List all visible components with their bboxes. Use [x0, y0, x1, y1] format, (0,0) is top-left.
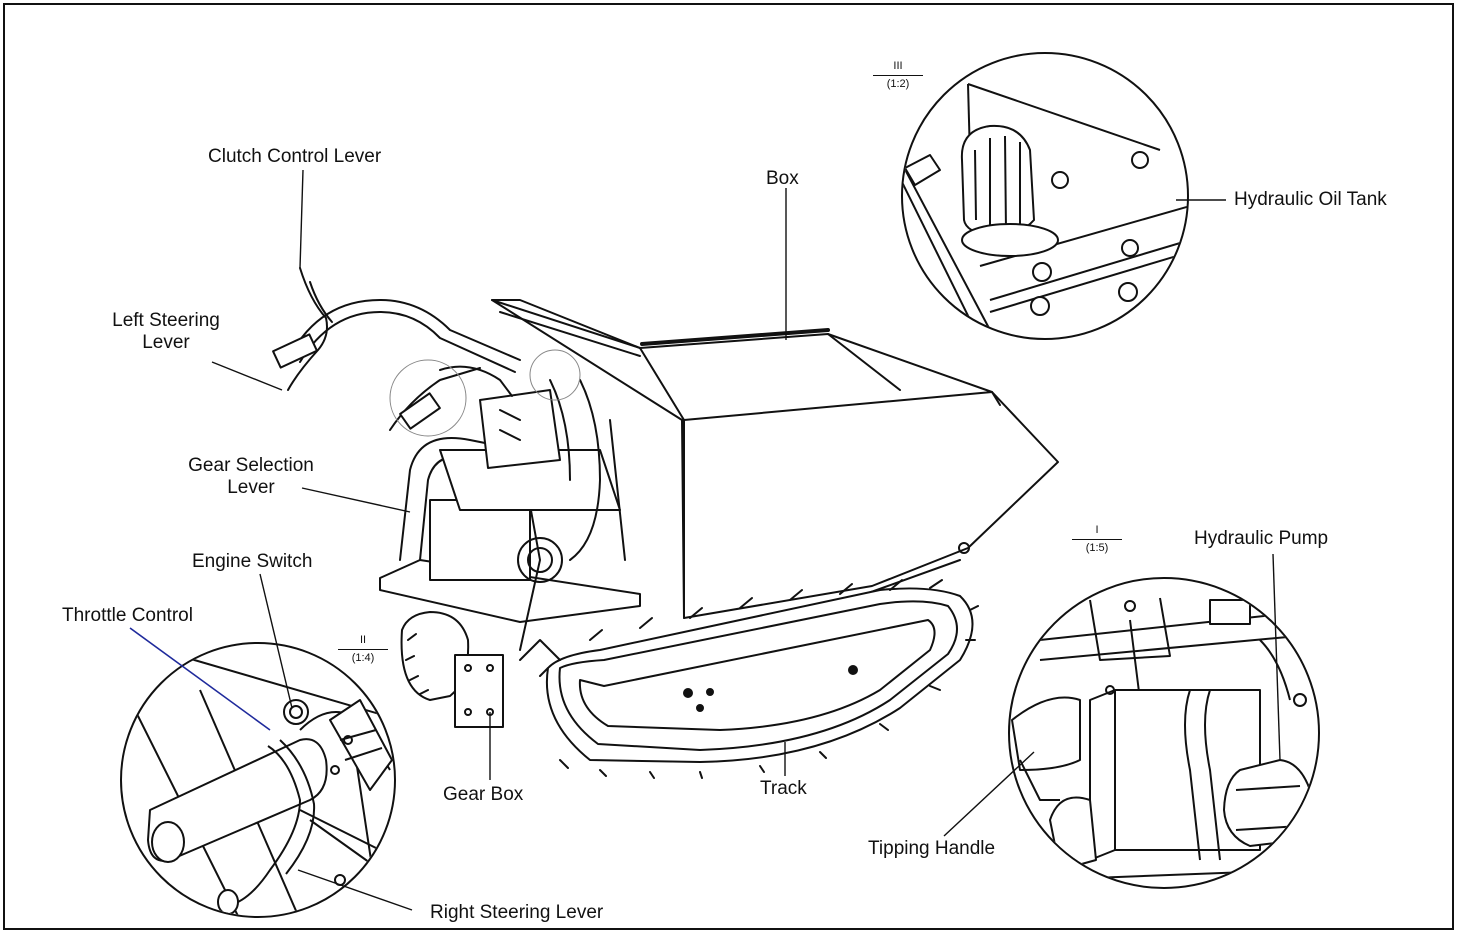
detail-i-callout: I (1:5)	[1072, 524, 1122, 555]
handlebars	[272, 267, 521, 431]
label-engine-switch: Engine Switch	[192, 551, 313, 572]
label-gear-selection-lever: Gear Selection Lever	[176, 455, 326, 499]
detail-ii-id: II	[359, 634, 367, 646]
label-hydraulic-oil-tank: Hydraulic Oil Tank	[1234, 189, 1387, 210]
track-assembly	[400, 579, 979, 779]
detail-i-id: I	[1095, 524, 1099, 536]
leader-throttle	[129, 627, 271, 731]
frame-border	[3, 3, 1454, 930]
label-left-steering-lever-line1: Left Steering	[112, 310, 220, 331]
detail-iii-scale: (1:2)	[886, 78, 910, 90]
label-left-steering-lever-line2: Lever	[142, 332, 190, 353]
label-clutch-control-lever: Clutch Control Lever	[208, 146, 382, 167]
label-throttle-control: Throttle Control	[62, 605, 193, 626]
leader-right-steering	[297, 869, 413, 911]
machine-illustration	[272, 267, 1059, 779]
leader-clutch	[299, 169, 304, 269]
detail-iii-id: III	[893, 60, 903, 72]
leader-hydraulic-pump	[1272, 553, 1281, 761]
detail-i-circle	[1008, 577, 1320, 889]
detail-ii-circle	[120, 642, 396, 918]
label-right-steering-lever: Right Steering Lever	[430, 902, 604, 923]
label-gear-selection-lever-line1: Gear Selection	[188, 455, 314, 476]
leader-lines	[129, 169, 1281, 911]
label-box: Box	[766, 168, 799, 189]
label-track: Track	[760, 778, 807, 799]
label-left-steering-lever: Left Steering Lever	[96, 310, 236, 354]
label-gear-selection-lever-line2: Lever	[227, 477, 275, 498]
detail-iii-circle	[901, 52, 1189, 340]
label-tipping-handle: Tipping Handle	[868, 838, 996, 859]
detail-i-scale: (1:5)	[1085, 542, 1109, 554]
dumper-box	[491, 299, 1059, 619]
label-hydraulic-pump: Hydraulic Pump	[1194, 528, 1329, 549]
leader-engine-switch	[259, 573, 293, 709]
label-gear-box: Gear Box	[443, 784, 524, 805]
leader-tipping-handle	[943, 751, 1035, 837]
detail-ii-callout: II (1:4)	[338, 634, 388, 665]
detail-iii-callout: III (1:2)	[873, 60, 923, 91]
leader-gear-selection	[301, 487, 411, 513]
detail-ii-scale: (1:4)	[351, 652, 375, 664]
leader-left-steering	[211, 361, 283, 391]
chassis	[379, 379, 641, 728]
